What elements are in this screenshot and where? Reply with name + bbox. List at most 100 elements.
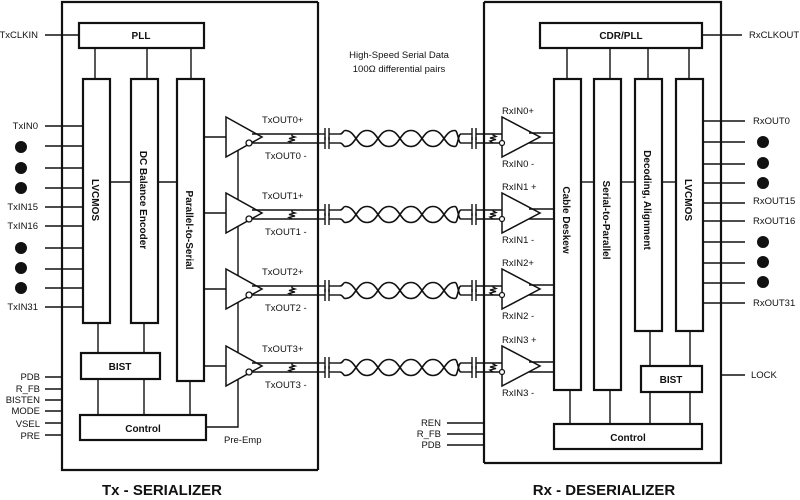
rx-control-input-label: REN bbox=[421, 418, 441, 429]
tx-lvcmos-label: LVCMOS bbox=[89, 179, 100, 221]
differential-pair-links bbox=[318, 128, 502, 378]
rx-control-label: Control bbox=[610, 433, 646, 444]
rx-ser-to-par-block bbox=[592, 77, 623, 392]
tx-output-neg-label: TxOUT3 - bbox=[265, 380, 307, 391]
rx-receiver-icon bbox=[501, 267, 542, 311]
tx-control-input-label: R_FB bbox=[16, 384, 40, 395]
tx-input-label: TxIN0 bbox=[13, 121, 38, 132]
ellipsis-dot bbox=[757, 157, 769, 169]
tx-bist-label: BIST bbox=[109, 362, 132, 373]
tx-channel: TxOUT0+TxOUT0 - bbox=[204, 115, 318, 162]
resistor-icon bbox=[286, 286, 298, 296]
rx-input-pos-label: RxIN0+ bbox=[502, 106, 534, 117]
ellipsis-dot bbox=[15, 182, 27, 194]
twisted-pair-wire bbox=[339, 129, 462, 148]
ellipsis-dot bbox=[757, 177, 769, 189]
rx-control-input-label: R_FB bbox=[417, 429, 441, 440]
rx-input-neg-label: RxIN0 - bbox=[502, 159, 534, 170]
tx-par-to-ser-label: Parallel-to-Serial bbox=[183, 191, 194, 270]
tx-serializer: PLL TxCLKIN LVCMOS DC Balance Encoder Pa… bbox=[0, 0, 320, 499]
ellipsis-dot bbox=[757, 276, 769, 288]
inverter-bubble-icon bbox=[245, 291, 253, 299]
differential-pair bbox=[318, 204, 502, 225]
rx-bist-block bbox=[639, 364, 704, 394]
tx-driver-icon bbox=[225, 115, 264, 159]
tx-title: Tx - SERIALIZER bbox=[102, 482, 222, 499]
rx-input-neg-label: RxIN3 - bbox=[502, 388, 534, 399]
tx-driver-icon bbox=[225, 267, 264, 311]
rx-output-label: RxOUT31 bbox=[753, 298, 795, 309]
tx-control-block bbox=[78, 413, 208, 442]
tx-dc-balance-block bbox=[129, 77, 160, 325]
tx-driver-icon bbox=[225, 344, 264, 388]
rx-control-inputs: REN R_FB PDB bbox=[417, 418, 484, 451]
tx-clock-input-label: TxCLKIN bbox=[0, 30, 38, 41]
tx-channel: TxOUT2+TxOUT2 - bbox=[204, 267, 318, 314]
ellipsis-dot bbox=[15, 162, 27, 174]
rx-channel: RxIN1 + RxIN1 - bbox=[488, 182, 554, 246]
tx-output-pos-label: TxOUT3+ bbox=[262, 344, 304, 355]
pre-emp-label: Pre-Emp bbox=[224, 435, 261, 446]
twisted-pair-wire bbox=[339, 281, 462, 300]
rx-channel: RxIN0+ RxIN0 - bbox=[488, 106, 554, 170]
rx-clock-output-label: RxCLKOUT bbox=[749, 30, 799, 41]
rx-receiver-icon bbox=[501, 191, 542, 235]
tx-input-label: TxIN15 bbox=[7, 202, 38, 213]
ellipsis-dot bbox=[757, 136, 769, 148]
tx-output-channels: TxOUT0+TxOUT0 -TxOUT1+TxOUT1 -TxOUT2+TxO… bbox=[204, 115, 318, 391]
rx-cable-deskew-block bbox=[552, 77, 583, 392]
tx-dc-balance-label: DC Balance Encoder bbox=[137, 151, 148, 249]
tx-control-input-label: PDB bbox=[20, 372, 40, 383]
rx-deserializer: CDR/PLL RxCLKOUT Cable Deskew Serial-to-… bbox=[417, 0, 799, 499]
rx-ser-to-par-label: Serial-to-Parallel bbox=[600, 181, 611, 260]
rx-input-pos-label: RxIN1 + bbox=[502, 182, 537, 193]
tx-output-pos-label: TxOUT2+ bbox=[262, 267, 304, 278]
resistor-icon bbox=[488, 363, 499, 373]
inverter-bubble-icon bbox=[245, 368, 253, 376]
tx-channel: TxOUT1+TxOUT1 - bbox=[204, 191, 318, 238]
ellipsis-dot bbox=[15, 242, 27, 254]
resistor-icon bbox=[286, 210, 298, 220]
ellipsis-dot bbox=[15, 262, 27, 274]
tx-control-inputs: PDB R_FB BISTEN MODE VSEL PRE bbox=[6, 372, 62, 442]
rx-title: Rx - DESERIALIZER bbox=[533, 482, 676, 499]
rx-control-block bbox=[552, 422, 704, 451]
inverter-bubble-icon bbox=[245, 215, 253, 223]
rx-decoding-label: Decoding, Alignment bbox=[641, 150, 652, 250]
rx-input-neg-label: RxIN2 - bbox=[502, 311, 534, 322]
tx-bist-block bbox=[79, 351, 162, 381]
rx-cdr-pll-label: CDR/PLL bbox=[599, 31, 642, 42]
tx-input-label: TxIN16 bbox=[7, 221, 38, 232]
link-title: High-Speed Serial Data bbox=[349, 50, 450, 61]
tx-channel: TxOUT3+ TxOUT3 - bbox=[204, 344, 318, 391]
rx-lvcmos-block bbox=[674, 77, 705, 333]
resistor-icon bbox=[488, 286, 499, 296]
tx-control-input-label: VSEL bbox=[16, 419, 40, 430]
inverter-bubble-icon bbox=[498, 291, 506, 299]
twisted-pair-wire bbox=[339, 205, 462, 224]
tx-boundary bbox=[60, 0, 318, 472]
rx-bist-label: BIST bbox=[660, 375, 683, 386]
rx-output-label: RxOUT0 bbox=[753, 116, 790, 127]
rx-data-outputs: RxOUT0 RxOUT15 RxOUT16 RxOUT31 bbox=[703, 116, 795, 309]
ellipsis-dot bbox=[757, 236, 769, 248]
differential-pair bbox=[318, 128, 502, 149]
tx-lvcmos-block bbox=[81, 77, 112, 325]
ellipsis-dot bbox=[757, 256, 769, 268]
tx-control-input-label: BISTEN bbox=[6, 395, 40, 406]
differential-pair bbox=[318, 280, 502, 301]
pre-emp-wire bbox=[206, 138, 239, 428]
tx-control-input-label: PRE bbox=[20, 431, 40, 442]
resistor-icon bbox=[488, 134, 499, 144]
rx-cdr-pll-block bbox=[538, 21, 704, 50]
tx-driver-icon bbox=[225, 191, 264, 235]
rx-input-channels: RxIN0+RxIN0 -RxIN1 +RxIN1 -RxIN2+RxIN2 -… bbox=[488, 106, 554, 399]
link-annotation: High-Speed Serial Data 100Ω differential… bbox=[349, 50, 450, 75]
rx-receiver-icon bbox=[501, 115, 542, 159]
resistor-icon bbox=[488, 210, 499, 220]
rx-output-label: RxOUT16 bbox=[753, 216, 795, 227]
rx-channel: RxIN3 +RxIN3 - bbox=[488, 335, 554, 399]
tx-control-input-label: MODE bbox=[12, 406, 41, 417]
rx-control-input-label: PDB bbox=[421, 440, 441, 451]
rx-input-neg-label: RxIN1 - bbox=[502, 235, 534, 246]
